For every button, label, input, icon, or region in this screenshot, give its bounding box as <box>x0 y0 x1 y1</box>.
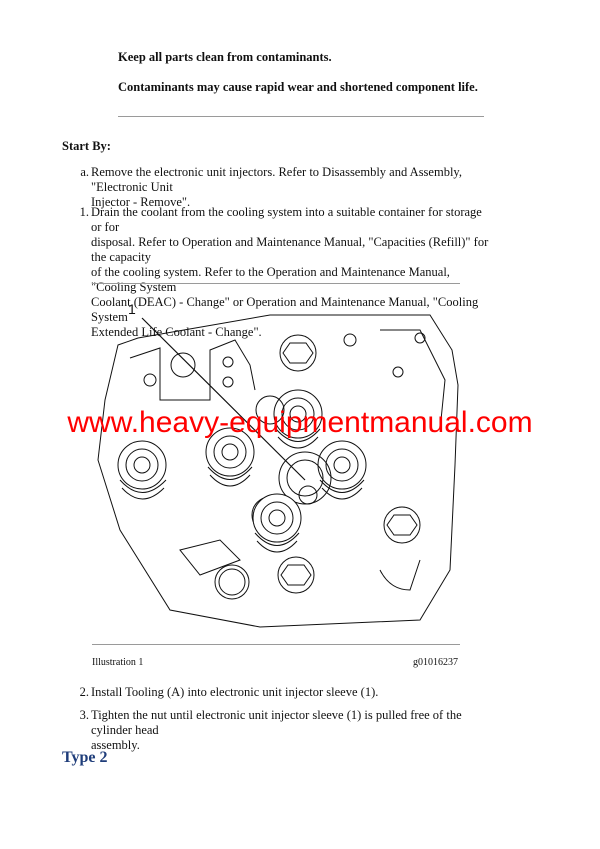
warning-text-2: Contaminants may cause rapid wear and sh… <box>118 80 478 94</box>
watermark-url: www.heavy-equipmentmanual.com <box>67 406 533 439</box>
warning-text-1: Keep all parts clean from contaminants. <box>118 50 332 64</box>
step-line: Coolant (DEAC) - Change" or Operation an… <box>91 295 479 324</box>
step-3: 3. Tighten the nut until electronic unit… <box>75 708 495 753</box>
divider <box>92 644 460 645</box>
step-line: disposal. Refer to Operation and Mainten… <box>91 235 489 264</box>
step-line: Drain the coolant from the cooling syste… <box>91 205 482 234</box>
step-line: Extended Life Coolant - Change". <box>91 325 262 339</box>
divider <box>118 116 484 117</box>
step-line: Install Tooling (A) into electronic unit… <box>91 685 379 699</box>
section-heading: Type 2 <box>62 749 108 766</box>
start-by-item-a: a. Remove the electronic unit injectors.… <box>75 165 495 210</box>
start-by-heading: Start By: <box>62 139 111 153</box>
step-line: assembly. <box>91 738 140 752</box>
step-marker: 1. <box>79 205 89 219</box>
callout-label: 1 <box>128 301 136 317</box>
item-line: Remove the electronic unit injectors. Re… <box>91 165 462 194</box>
divider <box>92 283 460 284</box>
step-line: Tighten the nut until electronic unit in… <box>91 708 462 737</box>
illustration-id: g01016237 <box>413 657 458 668</box>
illustration-caption: Illustration 1 <box>92 657 144 668</box>
item-line: Injector - Remove". <box>91 195 191 209</box>
item-marker: a. <box>80 165 89 179</box>
cylinder-head-illustration: 1 <box>97 301 459 628</box>
step-marker: 3. <box>79 708 89 722</box>
step-marker: 2. <box>79 685 89 699</box>
step-2: 2. Install Tooling (A) into electronic u… <box>75 685 495 700</box>
